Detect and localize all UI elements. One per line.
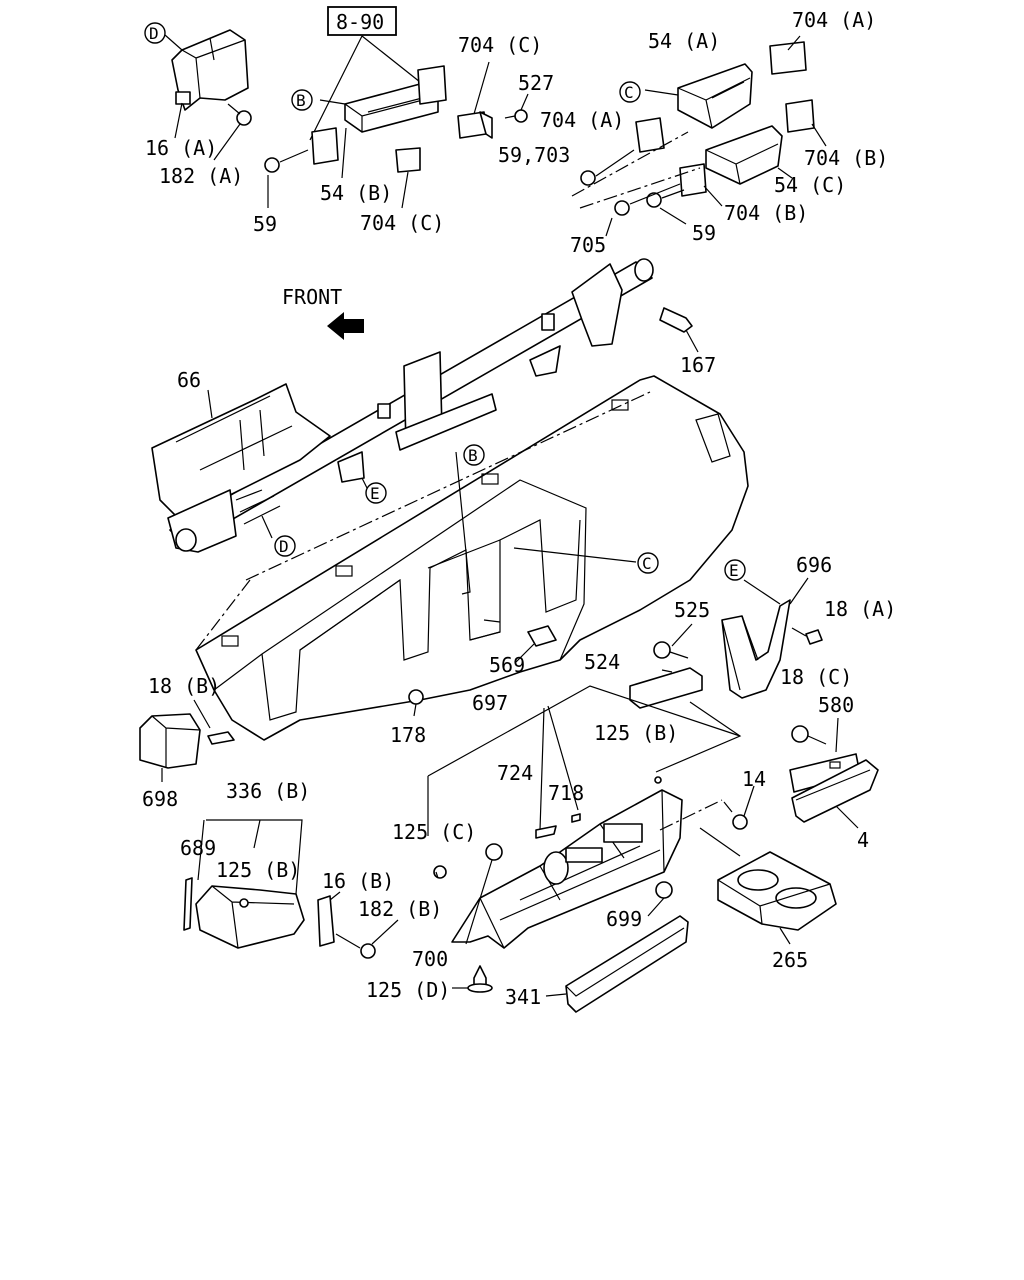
label-700: 700 bbox=[412, 947, 448, 971]
label-336b: 336 (B) bbox=[226, 779, 310, 803]
label-16b: 16 (B) bbox=[322, 869, 394, 893]
label-125c: 125 (C) bbox=[392, 820, 476, 844]
lid-341 bbox=[545, 915, 689, 1013]
pocket-54c-group bbox=[705, 99, 827, 185]
label-704c-b: 704 (C) bbox=[458, 33, 542, 57]
label-689: 689 bbox=[180, 836, 216, 860]
label-18c: 18 (C) bbox=[780, 665, 852, 689]
bolt-167 bbox=[659, 307, 699, 353]
label-18a: 18 (A) bbox=[824, 597, 896, 621]
label-4: 4 bbox=[857, 828, 869, 852]
center-lower-panel-697 bbox=[427, 685, 741, 949]
label-525: 525 bbox=[674, 598, 710, 622]
nut-178 bbox=[408, 689, 424, 717]
panel-580-group bbox=[789, 717, 879, 829]
label-698: 698 bbox=[142, 787, 178, 811]
callout-8-90: 8-90 bbox=[309, 6, 421, 141]
label-724: 724 bbox=[497, 761, 533, 785]
label-527: 527 bbox=[518, 71, 554, 95]
svg-text:D: D bbox=[279, 537, 289, 556]
label-697: 697 bbox=[472, 691, 508, 715]
label-125b-b: 125 (B) bbox=[216, 858, 300, 882]
label-718: 718 bbox=[548, 781, 584, 805]
label-54c: 54 (C) bbox=[774, 173, 846, 197]
svg-text:E: E bbox=[370, 484, 380, 503]
callout-box-text: 8-90 bbox=[336, 10, 384, 34]
pocket-54a-group bbox=[644, 35, 807, 129]
label-704a-top: 704 (A) bbox=[792, 8, 876, 32]
front-label: FRONT bbox=[282, 285, 342, 309]
circle-label-e-right: E bbox=[724, 559, 746, 581]
label-54a: 54 (A) bbox=[648, 29, 720, 53]
label-59703: 59,703 bbox=[498, 143, 570, 167]
bracket-16a-group bbox=[171, 29, 252, 161]
label-704b-mid: 704 (B) bbox=[724, 201, 808, 225]
bracket-696-group bbox=[721, 577, 823, 699]
circle-label-c-top: C bbox=[619, 81, 641, 103]
label-182a: 182 (A) bbox=[159, 164, 243, 188]
bracket-698-group bbox=[139, 699, 235, 782]
cover-336b-group bbox=[183, 819, 305, 949]
label-125d: 125 (D) bbox=[366, 978, 450, 1002]
bolt-525-524-group bbox=[629, 623, 742, 773]
label-524: 524 bbox=[584, 650, 620, 674]
label-704c-a: 704 (C) bbox=[360, 211, 444, 235]
svg-text:E: E bbox=[729, 561, 739, 580]
label-704a-mid: 704 (A) bbox=[540, 108, 624, 132]
svg-text:B: B bbox=[296, 91, 306, 110]
circle-label-b-mid: B bbox=[463, 444, 485, 466]
front-arrow-icon bbox=[327, 312, 364, 340]
label-16a: 16 (A) bbox=[145, 136, 217, 160]
circle-label-d-mid: D bbox=[274, 535, 296, 557]
panel-body bbox=[195, 375, 749, 741]
label-167: 167 bbox=[680, 353, 716, 377]
label-14: 14 bbox=[742, 767, 766, 791]
label-54b: 54 (B) bbox=[320, 181, 392, 205]
label-699: 699 bbox=[606, 907, 642, 931]
label-18b: 18 (B) bbox=[148, 674, 220, 698]
svg-text:D: D bbox=[149, 24, 159, 43]
label-59a: 59 bbox=[253, 212, 277, 236]
clip-704c-527-group bbox=[457, 61, 529, 139]
bracket-16b-group bbox=[317, 891, 399, 959]
cupholder-265 bbox=[699, 827, 837, 945]
circle-label-c-mid: C bbox=[637, 552, 659, 574]
bolt-14 bbox=[659, 785, 755, 831]
svg-text:C: C bbox=[624, 83, 634, 102]
label-182b: 182 (B) bbox=[358, 897, 442, 921]
label-696: 696 bbox=[796, 553, 832, 577]
label-59b: 59 bbox=[692, 221, 716, 245]
circle-label-e-mid: E bbox=[365, 482, 387, 504]
clip-704a-704b-group bbox=[571, 117, 723, 237]
label-66: 66 bbox=[177, 368, 201, 392]
label-705: 705 bbox=[570, 233, 606, 257]
label-265: 265 bbox=[772, 948, 808, 972]
svg-text:C: C bbox=[642, 554, 652, 573]
circle-label-d-top: D bbox=[144, 22, 183, 51]
cross-beam-66-group bbox=[151, 258, 654, 553]
circle-label-b-top: B bbox=[291, 89, 313, 111]
label-704b-top: 704 (B) bbox=[804, 146, 888, 170]
pocket-54b-group bbox=[264, 65, 447, 209]
callout-box bbox=[327, 6, 397, 36]
svg-text:B: B bbox=[468, 446, 478, 465]
clip-125d bbox=[452, 965, 493, 993]
instrument-panel bbox=[195, 375, 749, 741]
label-580: 580 bbox=[818, 693, 854, 717]
label-569: 569 bbox=[489, 653, 525, 677]
label-341: 341 bbox=[505, 985, 541, 1009]
label-125b-a: 125 (B) bbox=[594, 721, 678, 745]
label-178: 178 bbox=[390, 723, 426, 747]
